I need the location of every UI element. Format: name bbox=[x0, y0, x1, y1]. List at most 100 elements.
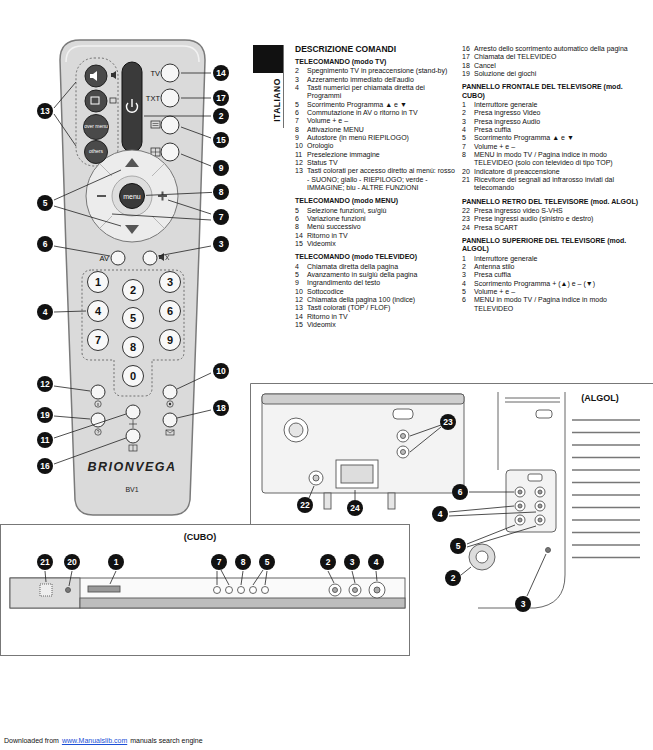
callout-text: 7 bbox=[217, 558, 222, 567]
item-number: 5 bbox=[295, 101, 307, 109]
item-number: 16 bbox=[462, 45, 474, 53]
top-panel bbox=[535, 515, 545, 525]
callout-text: 15 bbox=[216, 136, 225, 145]
item-text: Menù successivo bbox=[307, 223, 455, 231]
description-item: 12Status TV bbox=[295, 159, 455, 167]
item-text: Presa cuffia bbox=[474, 126, 647, 134]
item-text: Commutazione in AV o ritorno in TV bbox=[307, 109, 455, 117]
leader-lines bbox=[467, 526, 536, 547]
item-number: 7 bbox=[295, 117, 307, 125]
leader-line bbox=[146, 192, 212, 195]
top-panel bbox=[536, 410, 552, 418]
item-number: 3 bbox=[462, 118, 474, 126]
description-item: 23Prese ingressi audio (sinistro e destr… bbox=[462, 215, 647, 223]
top-panel bbox=[515, 487, 525, 497]
navigation-pad bbox=[112, 176, 152, 216]
description-item: 2Antenna stilo bbox=[462, 263, 647, 271]
description-item: 7Volume + e – bbox=[462, 143, 647, 151]
item-text: Presa cuffia bbox=[474, 271, 647, 279]
item-text: Presa ingresso video S-VHS bbox=[474, 207, 647, 215]
description-item: 13Tasti colorati (TOP / FLOF) bbox=[295, 304, 455, 312]
button-digit: 2 bbox=[130, 285, 136, 296]
callout-number: 11 bbox=[37, 432, 53, 448]
av-mute-buttons bbox=[159, 253, 164, 261]
function-buttons bbox=[126, 429, 140, 443]
callout-number: 4 bbox=[432, 506, 448, 522]
callout-text: 3 bbox=[219, 240, 224, 249]
item-number: 15 bbox=[295, 240, 307, 248]
color-button-group bbox=[76, 58, 118, 166]
callout-text: 23 bbox=[443, 418, 452, 427]
leader-lines bbox=[54, 82, 76, 108]
callout-text: 9 bbox=[219, 164, 224, 173]
item-text: Avanzamento in su/giù della pagina bbox=[307, 271, 455, 279]
remote-button: others bbox=[84, 140, 108, 164]
item-number: 23 bbox=[462, 215, 474, 223]
callout-number: 5 bbox=[259, 554, 275, 570]
description-item: 8Menù successivo bbox=[295, 223, 455, 231]
remote-control: BRIONVEGABV1over menuothersmenu123456789… bbox=[55, 38, 210, 520]
section-heading: TELECOMANDO (modo TV) bbox=[295, 58, 455, 66]
front-panel bbox=[250, 587, 257, 594]
item-number: 21 bbox=[462, 176, 474, 193]
rear-panel bbox=[388, 493, 395, 509]
front-panel bbox=[238, 587, 245, 594]
item-number: 22 bbox=[462, 207, 474, 215]
item-number: 19 bbox=[462, 70, 474, 78]
item-text: Tasti colorati (TOP / FLOF) bbox=[307, 304, 455, 312]
side-buttons bbox=[151, 64, 179, 161]
navigation-pad bbox=[162, 192, 164, 201]
number-button: 6 bbox=[159, 300, 181, 322]
navigation-pad bbox=[97, 195, 106, 197]
section-heading: TELECOMANDO (modo MENU) bbox=[295, 197, 455, 205]
footer: Downloaded fromwww.Manualslib.commanuals… bbox=[4, 737, 206, 744]
top-panel bbox=[506, 470, 556, 532]
description-item: 14Ritorno in TV bbox=[295, 232, 455, 240]
callout-number: 3 bbox=[344, 554, 360, 570]
vent-slots bbox=[572, 482, 640, 484]
leader-lines bbox=[54, 386, 90, 391]
number-button: 9 bbox=[159, 329, 181, 351]
item-number: 13 bbox=[295, 304, 307, 312]
language-tab bbox=[253, 45, 284, 128]
item-text: Chiamata della pagina 100 (indice) bbox=[307, 296, 455, 304]
description-item: 14Ritorno in TV bbox=[295, 313, 455, 321]
leader-lines bbox=[177, 410, 211, 418]
description-item: 4Tasti numerici per chiamata diretta dei… bbox=[295, 84, 455, 101]
item-number: 10 bbox=[295, 288, 307, 296]
frame-lines bbox=[251, 384, 653, 525]
item-number: 12 bbox=[295, 296, 307, 304]
item-text: Sottocodice bbox=[307, 288, 455, 296]
description-item: 16Arresto dello scorrimento automatico d… bbox=[462, 45, 647, 53]
front-panel bbox=[80, 598, 405, 608]
top-panel bbox=[469, 544, 495, 570]
footer-text: manuals search engine bbox=[130, 737, 202, 744]
description-item: 18Cancel bbox=[462, 62, 647, 70]
callout-text: 8 bbox=[219, 188, 224, 197]
leader-lines bbox=[54, 114, 76, 146]
leader-lines bbox=[144, 116, 211, 117]
leader-lines bbox=[328, 571, 334, 583]
item-text: Ritorno in TV bbox=[307, 313, 455, 321]
item-text: Prese ingressi audio (sinistro e destro) bbox=[474, 215, 647, 223]
av-mute-buttons bbox=[166, 255, 170, 260]
front-panel bbox=[353, 588, 358, 593]
rear-panel bbox=[262, 394, 464, 493]
callout-text: 3 bbox=[350, 558, 355, 567]
item-number: 6 bbox=[295, 109, 307, 117]
callout-text: 4 bbox=[374, 558, 379, 567]
description-item: 10Sottocodice bbox=[295, 288, 455, 296]
item-number: 2 bbox=[295, 67, 307, 75]
item-text: Chiamata diretta della pagina bbox=[307, 263, 455, 271]
vent-slots bbox=[572, 469, 640, 471]
color-button-group bbox=[90, 71, 97, 81]
callout-text: 7 bbox=[219, 213, 224, 222]
top-panel bbox=[538, 504, 542, 508]
description-item: 21Ricevitore dei segnali ad infrarosso i… bbox=[462, 176, 647, 193]
item-text: Scorrimento Programma ▲ e ▼ bbox=[474, 134, 647, 142]
callout-text: 8 bbox=[241, 558, 246, 567]
top-panel bbox=[546, 548, 551, 553]
item-text: Interruttore generale bbox=[474, 255, 647, 263]
description-item: 8MENU in modo TV / Pagina indice in modo… bbox=[462, 151, 647, 168]
button-digit: 8 bbox=[130, 342, 136, 353]
